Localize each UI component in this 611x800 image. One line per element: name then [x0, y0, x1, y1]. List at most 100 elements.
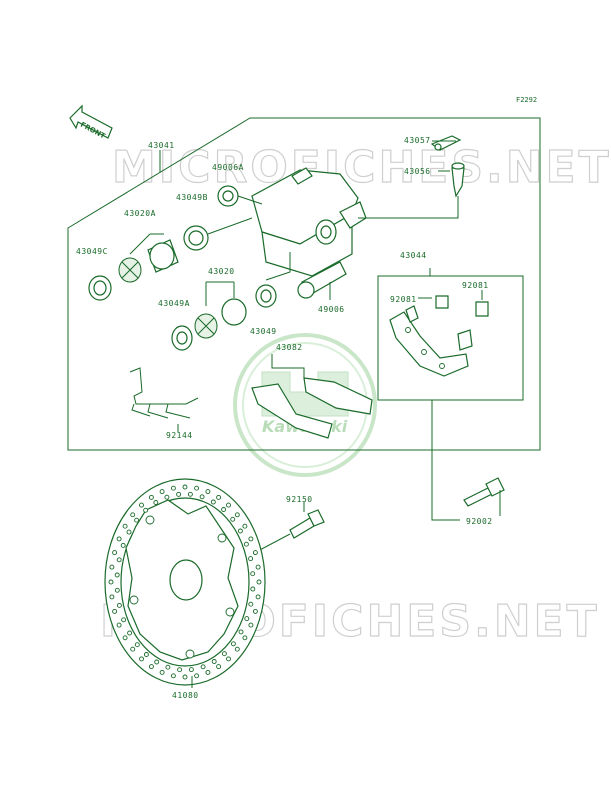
- disc-drill-hole: [250, 571, 256, 577]
- disc-drill-hole: [176, 491, 182, 497]
- disc-drill-hole: [164, 494, 170, 500]
- disc-drill-hole: [177, 667, 183, 673]
- disc-drill-hole: [148, 664, 154, 670]
- pad-spring-92144: [129, 367, 199, 419]
- disc-drill-hole: [134, 517, 140, 523]
- disc-drill-hole: [238, 629, 244, 635]
- seal-43049: [255, 284, 277, 308]
- disc-drill-hole: [199, 494, 205, 500]
- label-43049B: 43049B: [176, 193, 208, 202]
- brake-disc-41080: [104, 478, 266, 686]
- label-43020A: 43020A: [124, 209, 156, 218]
- disc-drill-hole: [170, 673, 176, 679]
- disc-drill-hole: [234, 646, 240, 652]
- disc-drill-hole: [126, 529, 132, 535]
- bracket-bolt-92002: [463, 477, 505, 507]
- disc-drill-hole: [242, 635, 248, 641]
- disc-drill-hole: [248, 556, 254, 562]
- disc-drill-hole: [252, 608, 258, 614]
- disc-drill-hole: [139, 656, 144, 662]
- disc-drill-hole: [143, 652, 149, 657]
- disc-drill-hole: [122, 523, 128, 529]
- disc-drill-hole: [170, 485, 176, 491]
- disc-drill-hole: [210, 499, 216, 505]
- disc-drill-hole: [108, 579, 114, 585]
- slide-pin-49006: [297, 261, 347, 299]
- disc-drill-hole: [188, 667, 194, 673]
- label-49006A: 49006A: [212, 163, 244, 172]
- disc-drill-hole: [237, 528, 243, 534]
- disc-drill-hole: [114, 572, 120, 578]
- brake-pads-43082: [251, 377, 373, 439]
- boot-49006A: [217, 185, 239, 207]
- disc-drill-hole: [205, 489, 211, 495]
- disc-drill-hole: [165, 664, 171, 670]
- disc-drill-hole: [255, 594, 261, 600]
- disc-drill-hole: [248, 622, 254, 628]
- disc-drill-hole: [250, 586, 256, 592]
- disc-drill-hole: [116, 602, 122, 608]
- bleed-cap: [430, 135, 462, 151]
- disc-drill-hole: [194, 673, 200, 679]
- disc-drill-hole: [252, 550, 258, 556]
- caliper-assembly-frame: [67, 117, 541, 451]
- front-arrow-icon: FRONT: [69, 104, 113, 140]
- disc-drill-hole: [211, 659, 217, 664]
- disc-drill-hole: [226, 656, 231, 662]
- label-43049A: 43049A: [158, 299, 190, 308]
- seal-43049A: [171, 325, 193, 351]
- disc-drill-hole: [159, 489, 165, 495]
- disc-bolt-92150: [289, 509, 325, 539]
- label-92081-right: 92081: [462, 281, 489, 290]
- piston-43020: [221, 298, 247, 326]
- disc-drill-hole: [112, 550, 118, 556]
- bleed-valve: [451, 162, 465, 198]
- disc-drill-hole: [230, 516, 236, 522]
- label-43041: 43041: [148, 141, 175, 150]
- disc-drill-hole: [256, 579, 262, 585]
- disc-drill-hole: [153, 500, 159, 505]
- piston-inner-43020A: [118, 257, 142, 283]
- label-43020: 43020: [208, 267, 235, 276]
- bracket-group-frame: [377, 275, 524, 401]
- seal-43049C: [88, 275, 112, 301]
- piston-43020A: [147, 239, 179, 273]
- disc-drill-hole: [148, 494, 154, 500]
- disc-drill-hole: [221, 507, 227, 512]
- disc-drill-hole: [248, 601, 254, 607]
- disc-drill-hole: [182, 674, 188, 680]
- disc-drill-hole: [194, 485, 200, 491]
- pin-92081-right: [475, 301, 489, 317]
- disc-drill-hole: [226, 502, 231, 508]
- disc-drill-hole: [255, 564, 261, 570]
- disc-drill-hole: [109, 594, 115, 600]
- disc-drill-hole: [187, 491, 193, 497]
- label-43057: 43057: [404, 136, 431, 145]
- disc-drill-hole: [216, 664, 222, 670]
- disc-drill-hole: [112, 608, 118, 614]
- caliper-body: [251, 167, 367, 277]
- label-92150: 92150: [286, 495, 313, 504]
- piston-inner-43020: [194, 313, 218, 339]
- disc-drill-hole: [116, 557, 122, 563]
- disc-drill-hole: [205, 669, 211, 675]
- label-92081-left: 92081: [390, 295, 417, 304]
- disc-drill-hole: [127, 630, 133, 636]
- label-92144: 92144: [166, 431, 193, 440]
- label-49006: 49006: [318, 305, 345, 314]
- figure-code: F2292: [516, 96, 537, 104]
- seal-43049B: [183, 225, 209, 251]
- watermark-top: MICROFICHES.NET: [112, 142, 611, 193]
- disc-drill-hole: [182, 484, 188, 490]
- disc-drill-hole: [244, 616, 250, 622]
- disc-drill-hole: [221, 651, 227, 657]
- disc-drill-hole: [243, 541, 249, 547]
- disc-drill-hole: [143, 507, 149, 513]
- label-43044: 43044: [400, 251, 427, 260]
- disc-drill-hole: [248, 536, 254, 542]
- disc-drill-holes: [108, 484, 262, 680]
- disc-drill-hole: [234, 512, 240, 518]
- disc-drill-hole: [130, 512, 136, 518]
- label-43082: 43082: [276, 343, 303, 352]
- disc-drill-hole: [120, 542, 126, 548]
